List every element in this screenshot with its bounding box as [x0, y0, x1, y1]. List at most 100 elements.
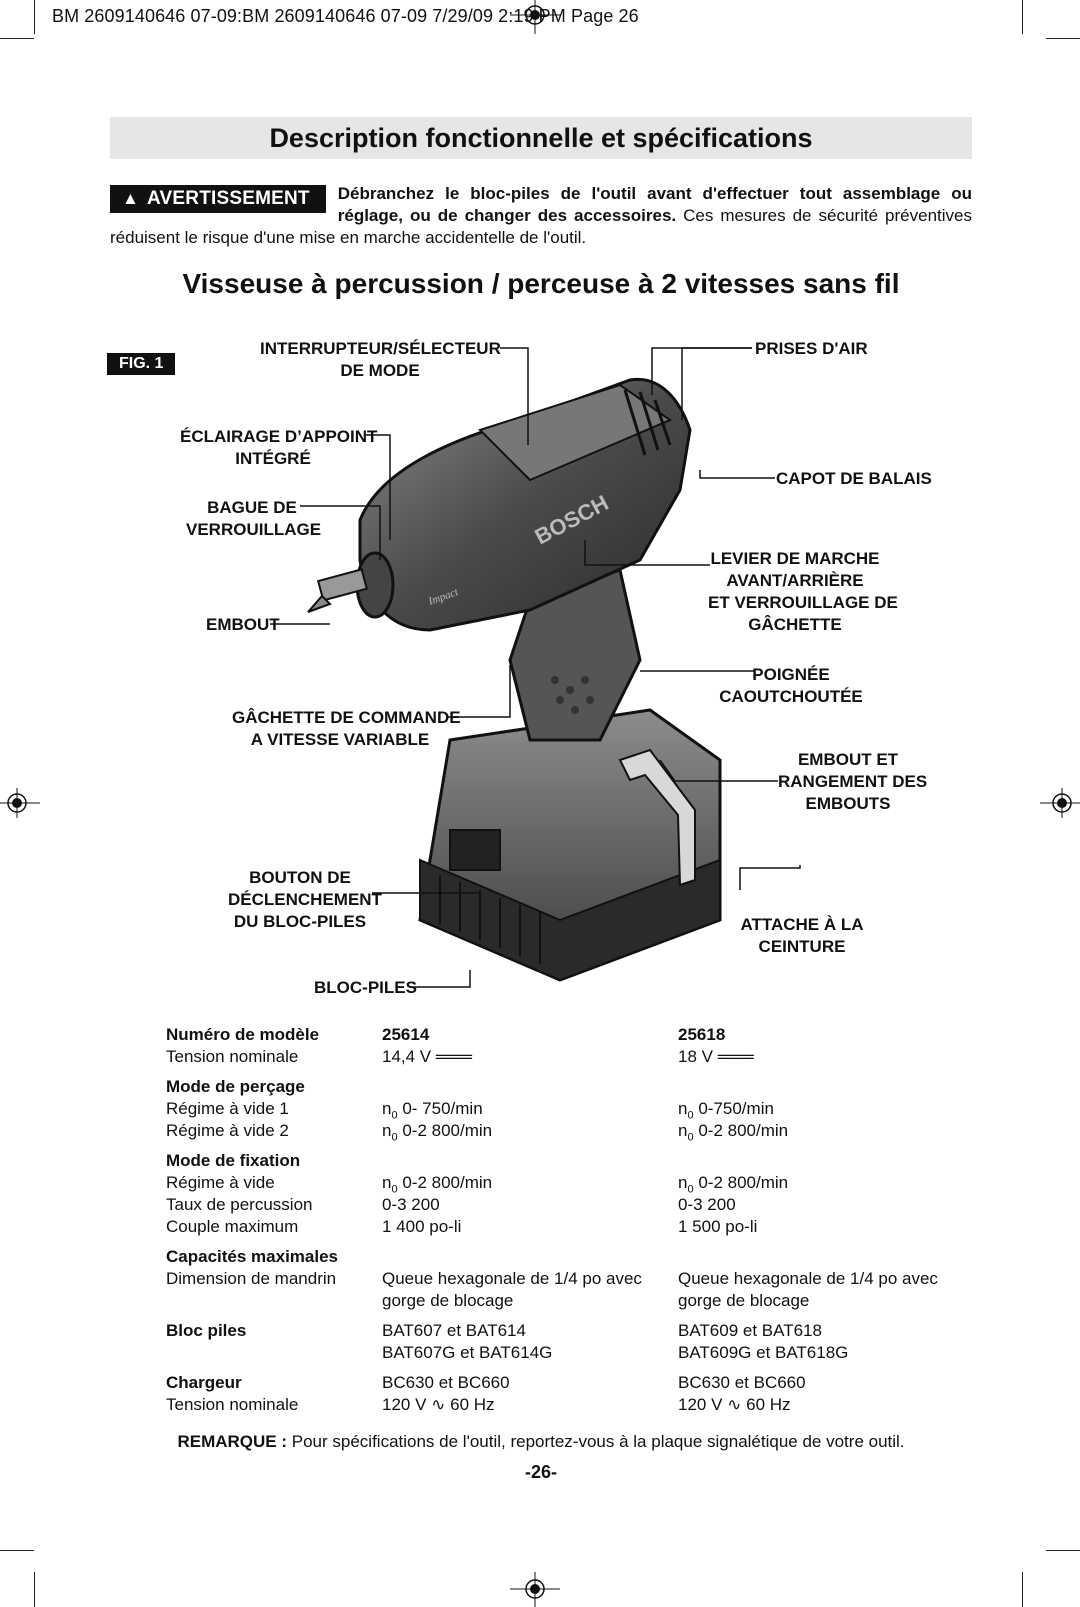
label-rubber-grip: POIGNÉE CAOUTCHOUTÉE [716, 664, 866, 708]
crop-mark [1046, 1550, 1080, 1551]
spec-label: Taux de percussion [166, 1195, 313, 1214]
spec-value: 25618 [678, 1025, 726, 1044]
spec-value: 25614 [382, 1025, 430, 1044]
label-line: EMBOUT ET [797, 750, 899, 769]
crop-mark [1022, 0, 1023, 34]
spec-value: 120 V ∿ 60 Hz [678, 1395, 791, 1414]
spec-value: 14,4 V ═══ [382, 1047, 473, 1066]
spec-value: n0 0-2 800/min [382, 1173, 492, 1195]
spec-row: Dimension de mandrin Queue hexagonale de … [166, 1269, 1016, 1291]
spec-value-text: 0-2 800/min [698, 1173, 789, 1192]
n-subscript: 0 [391, 1183, 398, 1196]
label-line: BAGUE DE [207, 498, 297, 517]
spec-value: BAT607 et BAT614 [382, 1321, 526, 1340]
spec-value: 18 V ═══ [678, 1047, 754, 1066]
label-line: ET VERROUILLAGE DE [708, 593, 898, 612]
spec-group-heading: Capacités maximales [166, 1247, 1016, 1269]
spec-row: Bloc piles BAT607 et BAT614 BAT609 et BAT6… [166, 1321, 1016, 1343]
spec-value: BAT609G et BAT618G [678, 1343, 849, 1362]
spec-label: Régime à vide 1 [166, 1099, 289, 1118]
spec-label: Dimension de mandrin [166, 1269, 337, 1288]
page-number: -26- [524, 1462, 557, 1482]
spec-heading: Mode de perçage [166, 1077, 305, 1096]
label-forward-reverse: LEVIER DE MARCHE AVANT/ARRIÈRE ET VERROUIL… [708, 548, 898, 636]
n-subscript: 0 [687, 1183, 694, 1196]
spec-value: BC630 et BC660 [382, 1373, 510, 1392]
figure-badge: FIG. 1 [107, 353, 176, 375]
label-line: DE MODE [340, 361, 420, 380]
spec-value: BAT609 et BAT618 [678, 1321, 822, 1340]
spec-value: gorge de blocage [382, 1291, 514, 1310]
label-line: CAOUTCHOUTÉE [719, 687, 863, 706]
crop-mark [0, 1550, 34, 1551]
warning-badge-label: AVERTISSEMENT [147, 188, 310, 209]
label-line: PRISES D'AIR [755, 339, 868, 358]
label-line: BOUTON DE [249, 868, 351, 887]
spec-value: Queue hexagonale de 1/4 po avec [678, 1269, 938, 1288]
crop-mark [1022, 1572, 1023, 1607]
label-line: RANGEMENT DES [778, 772, 928, 791]
spec-group-heading: Mode de perçage [166, 1077, 1016, 1099]
label-line: CAPOT DE BALAIS [776, 469, 932, 488]
warning-block: ▲ AVERTISSEMENT Débranchez le bloc-piles d… [110, 183, 972, 249]
label-line: LEVIER DE MARCHE [710, 549, 880, 568]
spec-value: n0 0-2 800/min [382, 1121, 492, 1143]
label-line: DÉCLENCHEMENT [228, 890, 382, 909]
spec-label: Couple maximum [166, 1217, 299, 1236]
registration-mark-icon [510, 0, 560, 34]
n-subscript: 0 [391, 1131, 398, 1144]
spec-heading: Bloc piles [166, 1321, 247, 1340]
label-line: AVANT/ARRIÈRE [726, 571, 864, 590]
warning-triangle-icon: ▲ [122, 189, 140, 208]
n-symbol: n [678, 1121, 688, 1140]
label-air-vents: PRISES D'AIR [755, 338, 868, 360]
spec-value-text: 0-750/min [698, 1099, 774, 1118]
remark-text: Pour spécifications de l'outil, reportez… [287, 1432, 905, 1451]
label-line: INTERRUPTEUR/SÉLECTEUR [260, 339, 501, 358]
spec-value: n0 0-2 800/min [678, 1173, 788, 1195]
spec-value: Queue hexagonale de 1/4 po avec [382, 1269, 642, 1288]
n-subscript: 0 [687, 1109, 694, 1122]
spec-value: n0 0- 750/min [382, 1099, 483, 1121]
label-line: BLOC-PILES [314, 978, 417, 997]
spec-heading: Mode de fixation [166, 1151, 301, 1170]
label-line: POIGNÉE [752, 665, 830, 684]
spec-value: 1 500 po-li [678, 1217, 758, 1236]
n-symbol: n [382, 1173, 392, 1192]
spec-value: n0 0-750/min [678, 1099, 774, 1121]
spec-value-text: 0-2 800/min [698, 1121, 789, 1140]
label-battery-release: BOUTON DE DÉCLENCHEMENT DU BLOC-PILES [228, 867, 382, 933]
n-symbol: n [678, 1099, 688, 1118]
print-slug: BM 2609140646 07-09:BM 2609140646 07-09 … [52, 6, 639, 26]
warning-bold-text: Débranchez le bloc-piles de l'outil avan… [337, 184, 972, 225]
label-line: A VITESSE VARIABLE [250, 730, 430, 749]
crop-mark [34, 1572, 35, 1607]
label-line: VERROUILLAGE [186, 520, 322, 539]
crop-mark [0, 38, 34, 39]
n-symbol: n [678, 1173, 688, 1192]
label-line: INTÉGRÉ [235, 449, 311, 468]
label-line: ÉCLAIRAGE D’APPOINT [180, 427, 378, 446]
label-battery-pack: BLOC-PILES [314, 977, 417, 999]
spec-value: BC630 et BC660 [678, 1373, 806, 1392]
remark-label: REMARQUE : [177, 1432, 288, 1451]
n-symbol: n [382, 1099, 392, 1118]
spec-heading: Chargeur [166, 1373, 242, 1392]
spec-value: 1 400 po-li [382, 1217, 462, 1236]
n-subscript: 0 [687, 1131, 694, 1144]
warning-text: Ces mesures de sécurité préventives rédu… [110, 206, 972, 247]
n-subscript: 0 [391, 1109, 398, 1122]
label-line: DU BLOC-PILES [233, 912, 367, 931]
spec-value-text: 0-2 800/min [402, 1173, 493, 1192]
spec-value: 0-3 200 [382, 1195, 440, 1214]
